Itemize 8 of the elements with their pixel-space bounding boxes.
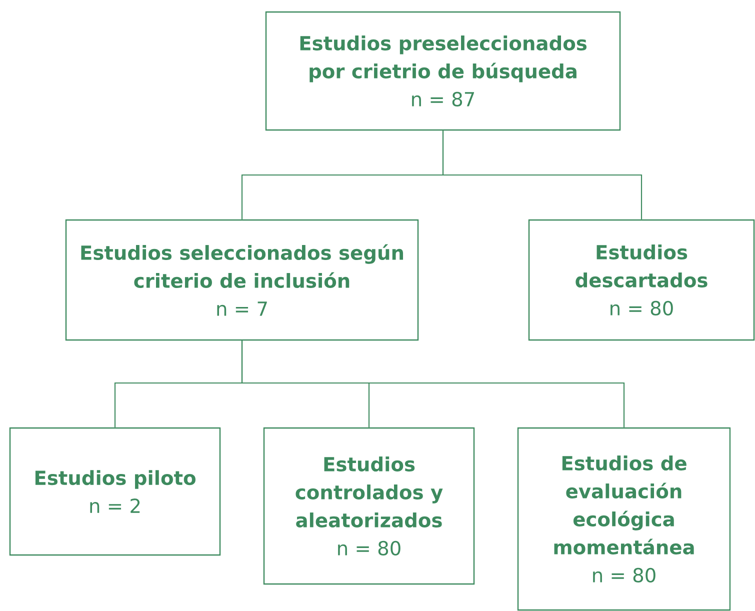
connector-line bbox=[442, 130, 642, 220]
connector-line bbox=[241, 340, 625, 428]
flow-box: Estudios preseleccionados por crietrio de búsqueda n = 87 bbox=[265, 11, 621, 131]
flow-box: Estudios de evaluación ecológica momentánea n = 80 bbox=[517, 427, 731, 611]
flow-box: Estudios seleccionados según criterio de inclusión n = 7 bbox=[65, 219, 419, 341]
flow-box: Estudios controlados y aleatorizados n = 80 bbox=[263, 427, 475, 585]
flow-box: Estudios piloto n = 2 bbox=[9, 427, 221, 556]
flow-box: Estudios descartados n = 80 bbox=[528, 219, 755, 341]
